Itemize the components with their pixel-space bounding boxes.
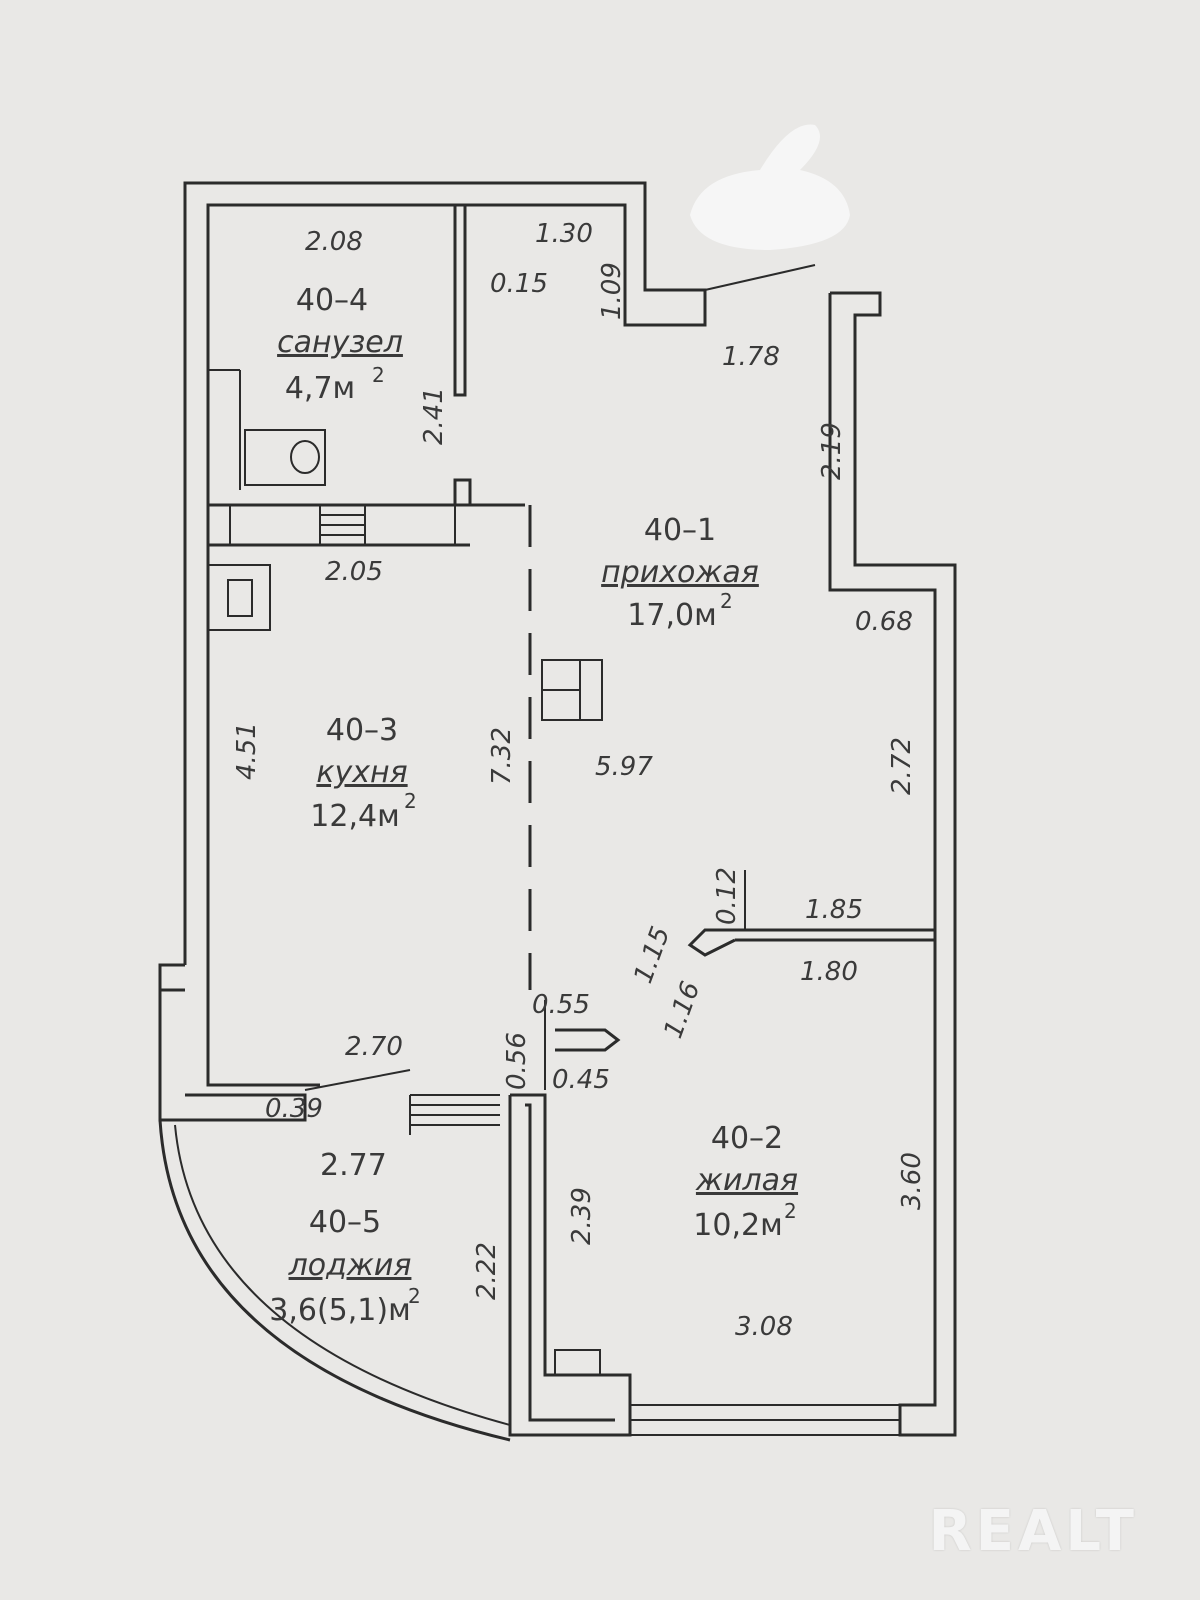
room-40-3: 40–3 кухня 12,4м 2 (310, 713, 416, 834)
dim-label: 1.15 (628, 923, 676, 988)
area-superscript: 2 (784, 1199, 797, 1223)
dim-label: 0.45 (552, 1065, 610, 1095)
stove (207, 564, 271, 631)
room-id: 40–4 (296, 283, 368, 318)
dim-label: 1.09 (597, 262, 627, 320)
room-id: 40–2 (711, 1121, 783, 1156)
dim-label: 0.12 (712, 867, 742, 925)
area-superscript: 2 (720, 589, 733, 613)
area-superscript: 2 (404, 789, 417, 813)
room-id: 40–3 (326, 713, 398, 748)
dim-label: 3.08 (735, 1312, 793, 1342)
redaction-mark (690, 124, 850, 250)
dim-label: 2.72 (887, 737, 917, 795)
dim-label: 2.41 (419, 387, 449, 445)
room-area: 10,2м (693, 1208, 782, 1243)
bath-partition (453, 203, 467, 397)
room-name: санузел (277, 325, 403, 360)
dim-label: 4.51 (232, 722, 262, 780)
realt-watermark-logo: REALT (928, 1499, 1138, 1564)
room-area: 17,0м (627, 598, 716, 633)
dim-label: 0.55 (532, 990, 590, 1020)
toilet (244, 429, 326, 486)
dim-label: 2.08 (305, 227, 363, 257)
walls (158, 181, 957, 1442)
room-40-4: 40–4 санузел 4,7м 2 (277, 283, 403, 406)
room-area: 4,7м (285, 371, 355, 406)
dim-label: 0.39 (265, 1094, 323, 1124)
room-id: 40–5 (309, 1205, 381, 1240)
dim-label: 2.77 (320, 1148, 387, 1183)
dim-label: 1.30 (535, 219, 593, 249)
dim-label: 1.80 (800, 957, 858, 987)
dim-label: 0.15 (490, 269, 548, 299)
dim-label: 2.70 (345, 1032, 403, 1062)
room-40-5: 40–5 лоджия 3,6(5,1)м 2 (269, 1205, 420, 1328)
dim-label: 3.60 (897, 1152, 927, 1210)
dim-label: 2.05 (325, 557, 383, 587)
room-name: лоджия (288, 1248, 412, 1283)
dim-label: 5.97 (595, 752, 653, 782)
dim-label: 1.85 (805, 895, 863, 925)
dim-label: 1.78 (722, 342, 780, 372)
dim-label: 7.32 (487, 727, 517, 785)
area-superscript: 2 (408, 1284, 421, 1308)
room-area: 12,4м (310, 799, 399, 834)
dimension-labels: 2.08 1.30 0.15 1.09 1.78 2.41 2.19 2.05 … (232, 219, 927, 1342)
dim-label: 2.22 (472, 1242, 502, 1300)
room-area: 3,6(5,1)м (269, 1293, 410, 1328)
room-40-2: 40–2 жилая 10,2м 2 (693, 1121, 798, 1243)
dim-label: 0.56 (502, 1032, 532, 1090)
room-40-1: 40–1 прихожая 17,0м 2 (601, 513, 759, 633)
dim-label: 2.19 (817, 422, 847, 480)
room-name: прихожая (601, 555, 759, 590)
area-superscript: 2 (372, 363, 385, 387)
room-id: 40–1 (644, 513, 716, 548)
room-name: кухня (316, 755, 407, 790)
dim-label: 2.39 (567, 1187, 597, 1245)
dim-label: 1.16 (658, 978, 706, 1043)
dim-label: 0.68 (855, 607, 913, 637)
room-name: жилая (695, 1163, 798, 1198)
